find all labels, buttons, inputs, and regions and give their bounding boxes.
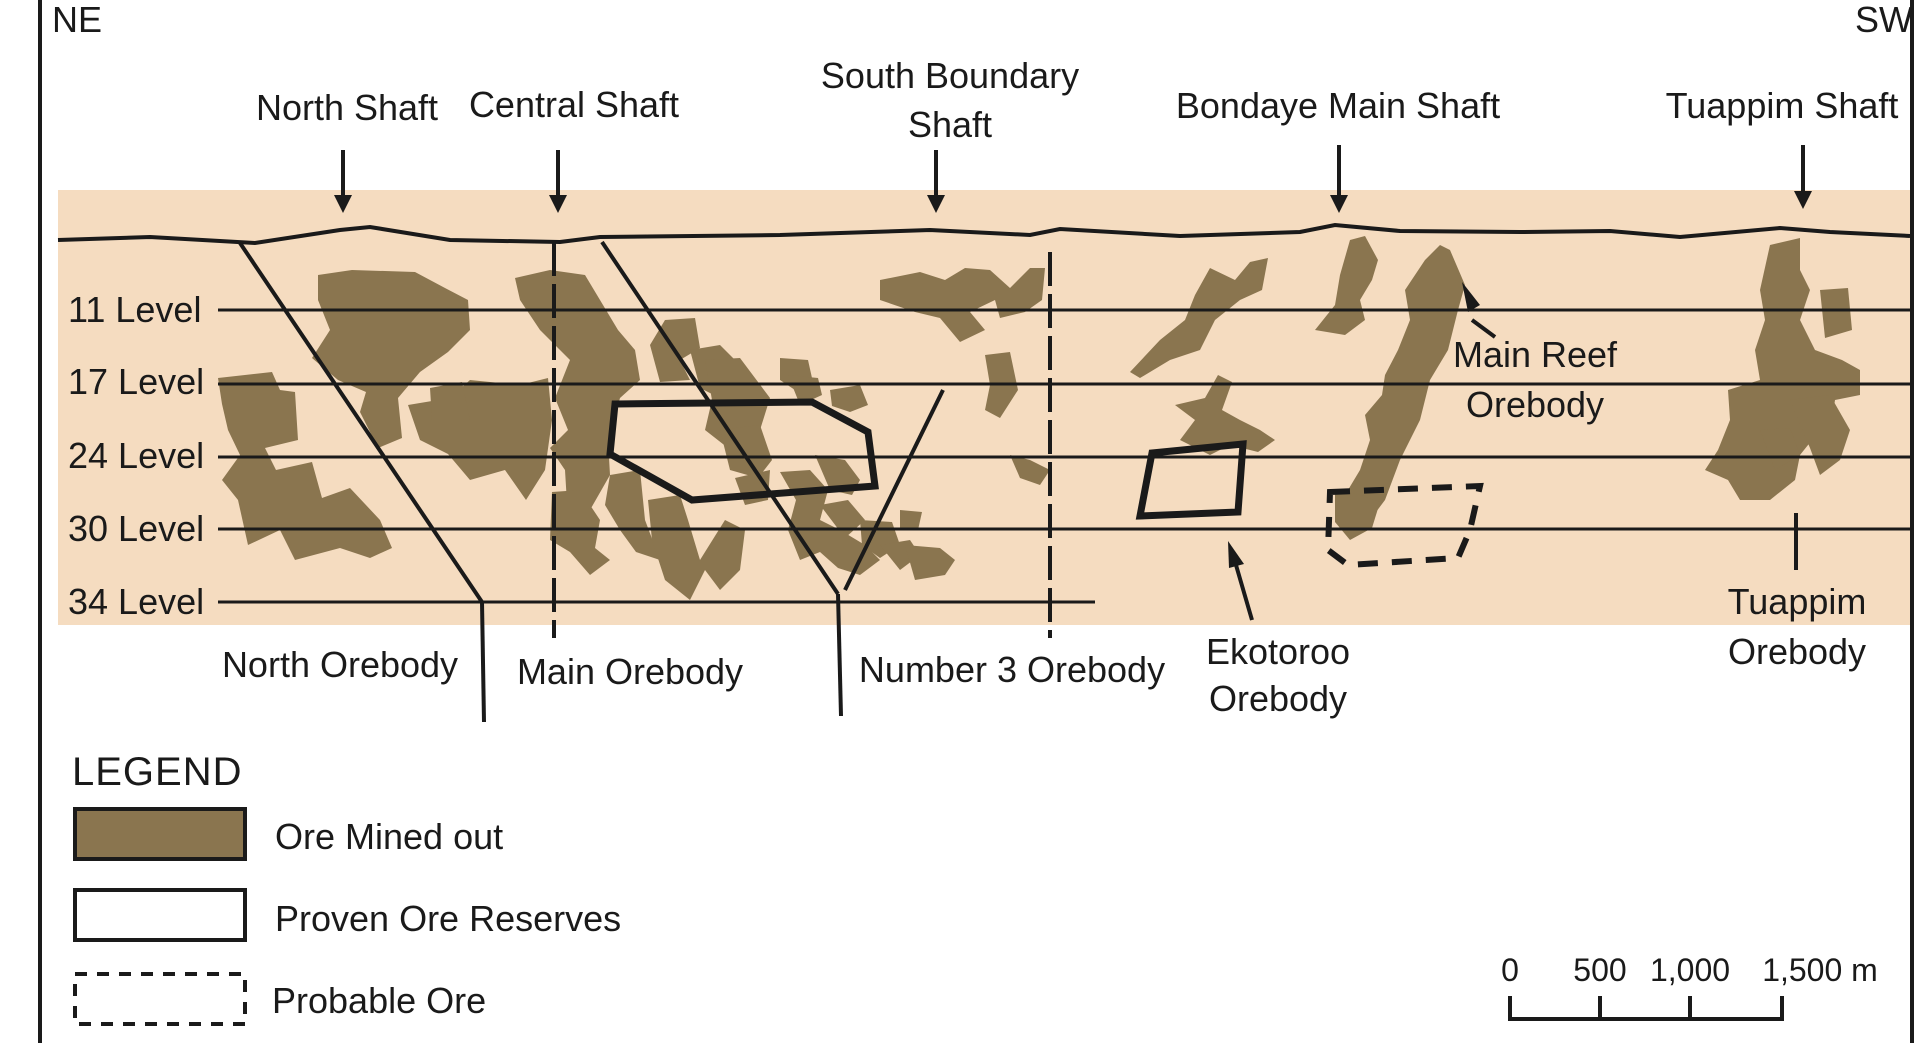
legend-ore-mined-out-label: Ore Mined out bbox=[275, 816, 503, 857]
main-reef-pointer-head bbox=[1462, 282, 1480, 312]
scale-tick-500-label: 500 bbox=[1573, 952, 1626, 988]
tuappim-shaft-label: Tuappim Shaft bbox=[1666, 85, 1899, 126]
level-label-34: 34 Level bbox=[68, 581, 204, 622]
probable-ore-outline bbox=[1324, 482, 1484, 569]
south-boundary-label-line2: Shaft bbox=[908, 104, 992, 145]
level-label-24: 24 Level bbox=[68, 435, 204, 476]
tuappim-orebody-label-line2: Orebody bbox=[1728, 631, 1866, 672]
legend-proven-reserves-label: Proven Ore Reserves bbox=[275, 898, 621, 939]
number3-orebody-label: Number 3 Orebody bbox=[859, 649, 1165, 690]
scale-tick-1000-label: 1,000 bbox=[1650, 952, 1730, 988]
legend-title: LEGEND bbox=[72, 750, 243, 794]
section-background bbox=[58, 190, 1910, 625]
number3-fault bbox=[843, 389, 945, 591]
main-reef-pointer-line bbox=[1470, 318, 1497, 339]
ekotoroo-pointer-head bbox=[1228, 541, 1244, 568]
central-shaft-label: Central Shaft bbox=[469, 84, 679, 125]
north-shaft-label: North Shaft bbox=[256, 87, 438, 128]
main-orebody-label: Main Orebody bbox=[517, 651, 743, 692]
bondaye-shaft-arrow-head bbox=[1330, 195, 1348, 213]
legend-probable-ore-swatch bbox=[73, 972, 247, 1026]
north-orebody-label: North Orebody bbox=[222, 644, 458, 685]
north-orebody-fault bbox=[238, 241, 484, 604]
ekotoroo-orebody-label-line2: Orebody bbox=[1209, 678, 1347, 719]
scale-tick-0-label: 0 bbox=[1501, 952, 1519, 988]
level-label-17: 17 Level bbox=[68, 361, 204, 402]
ekotoroo-pointer-line bbox=[1234, 564, 1254, 621]
level-label-11: 11 Level bbox=[68, 289, 201, 330]
north-shaft-arrow-head bbox=[334, 195, 352, 213]
tuappim-shaft-arrow-head bbox=[1794, 191, 1812, 209]
south-boundary-shaft-arrow-head bbox=[927, 195, 945, 213]
main-reef-orebody-label-line2: Orebody bbox=[1466, 384, 1604, 425]
tuappim-orebody-label-line1: Tuappim bbox=[1728, 581, 1867, 622]
direction-sw-label: SW bbox=[1855, 0, 1913, 40]
north-orebody-leader bbox=[480, 601, 486, 723]
central-shaft-arrow-head bbox=[549, 195, 567, 213]
legend-ore-mined-out-swatch bbox=[73, 807, 247, 861]
ekotoroo-orebody-label-line1: Ekotoroo bbox=[1206, 631, 1350, 672]
direction-ne-label: NE bbox=[52, 0, 102, 40]
scale-tick-1500-label: 1,500 m bbox=[1762, 952, 1878, 988]
main-orebody-fault bbox=[600, 240, 840, 596]
level-lines bbox=[218, 308, 1910, 604]
main-reef-orebody-label-line1: Main Reef bbox=[1453, 334, 1618, 375]
south-boundary-label-line1: South Boundary bbox=[821, 55, 1079, 96]
main-orebody-proven-reserve bbox=[606, 398, 879, 504]
ekotoroo-proven-reserve bbox=[1135, 440, 1247, 520]
main-orebody-leader bbox=[836, 593, 843, 717]
scale-bar: 0 500 1,000 1,500 m bbox=[1501, 952, 1878, 1021]
legend: LEGEND Ore Mined out Proven Ore Reserves… bbox=[72, 750, 621, 1026]
ground-surface-line bbox=[57, 222, 1911, 246]
bondaye-main-shaft-label: Bondaye Main Shaft bbox=[1176, 85, 1500, 126]
legend-probable-ore-label: Probable Ore bbox=[272, 980, 486, 1021]
legend-proven-reserves-swatch bbox=[73, 888, 247, 942]
fault-lines bbox=[238, 240, 945, 723]
shaft-arrows bbox=[334, 145, 1812, 213]
level-label-30: 30 Level bbox=[68, 508, 204, 549]
